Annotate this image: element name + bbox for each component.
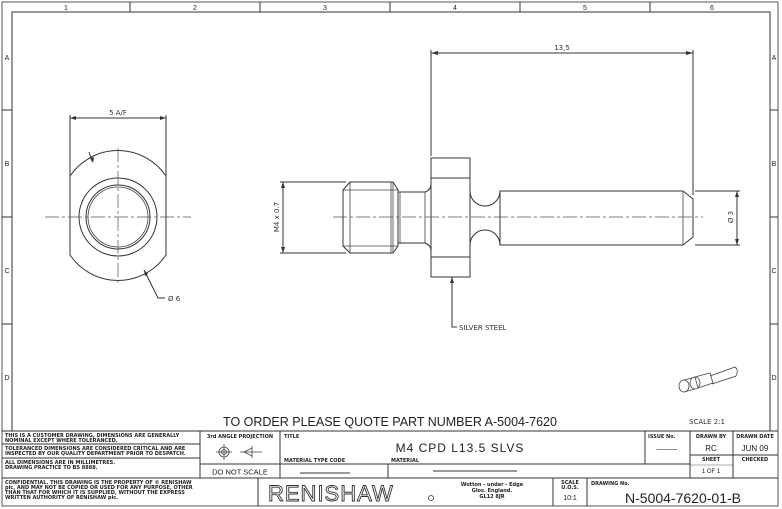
material-type-label: MATERIAL TYPE CODE	[284, 458, 346, 464]
drawn-date-label: DRAWN DATE	[736, 434, 774, 440]
confidential-line: THAN THAT FOR WHICH IT IS SUPPLIED, WITH…	[5, 490, 185, 496]
end-view: 5 A/F Ø 6	[45, 109, 191, 303]
title-label: TITLE	[284, 434, 300, 440]
col-label: 3	[323, 5, 327, 12]
isometric-view	[678, 366, 738, 393]
registered-mark-icon	[428, 495, 434, 501]
note-line: TOLERANCED DIMENSIONS ARE CONSIDERED CRI…	[5, 446, 186, 452]
scale-label: U.O.S.	[561, 485, 579, 491]
row-label: B	[5, 161, 10, 168]
col-label: 2	[193, 5, 197, 12]
length-dimension: 13,5	[554, 44, 570, 52]
zone-markers	[2, 2, 778, 325]
row-label: A	[772, 55, 777, 62]
drawing-no-label: DRAWING No.	[591, 481, 630, 487]
drawn-by-label: DRAWN BY	[696, 434, 727, 440]
diameter-dimension: Ø 6	[168, 295, 181, 303]
scale-label: SCALE	[561, 480, 579, 486]
title-block: THIS IS A CUSTOMER DRAWING, DIMENSIONS A…	[2, 430, 778, 506]
drawing-number: N-5004-7620-01-B	[625, 490, 741, 506]
iso-scale: SCALE 2:1	[689, 418, 725, 426]
confidential-line: plc, AND MAY NOT BE COPIED OR USED FOR A…	[5, 485, 193, 491]
note-line: THIS IS A CUSTOMER DRAWING, DIMENSIONS A…	[5, 433, 180, 439]
row-label: C	[771, 268, 776, 275]
row-label: D	[771, 375, 776, 382]
col-label: 4	[453, 5, 457, 12]
issue-label: ISSUE No.	[648, 434, 676, 440]
sheet-label: SHEET	[702, 457, 721, 463]
scale-value: 10:1	[563, 495, 577, 502]
address-line: GL12 8JR	[479, 494, 504, 500]
note-line: INSPECTED BY OUR QUALITY DEPARTMENT PRIO…	[5, 451, 186, 457]
drawn-date-value: JUN 09	[742, 444, 769, 453]
renishaw-logo: RENISHAW	[268, 481, 394, 506]
checked-label: CHECKED	[742, 457, 768, 463]
do-not-scale: DO NOT SCALE	[212, 468, 268, 477]
drawn-by-value: RC	[705, 444, 717, 453]
note-line: DRAWING PRACTICE TO BS 8888.	[5, 465, 98, 471]
col-label: 5	[583, 5, 587, 12]
address-line: Wotton - under - Edge	[461, 482, 524, 488]
row-label: A	[5, 55, 10, 62]
drawing-title: M4 CPD L13.5 SLVS	[396, 441, 525, 455]
col-label: 1	[64, 5, 68, 12]
shaft-diameter-dimension: Ø 3	[727, 211, 735, 223]
material-label: MATERIAL	[391, 458, 420, 464]
sheet-value: 1 OF 1	[702, 469, 721, 475]
third-angle-projection-icon	[216, 444, 262, 460]
row-label: D	[4, 375, 9, 382]
address-line: Glos. England.	[472, 488, 513, 494]
projection-label: 3rd ANGLE PROJECTION	[207, 434, 273, 440]
side-view: 13,5 M4 x 0.7 Ø 3 SILVER STEEL	[273, 44, 740, 332]
note-line: ALL DIMENSIONS ARE IN MILLIMETRES.	[5, 460, 115, 466]
col-label: 6	[710, 5, 714, 12]
row-label: C	[4, 268, 9, 275]
confidential-line: WRITTEN AUTHORITY OF RENISHAW plc.	[5, 495, 118, 501]
inner-frame	[11, 11, 771, 431]
issue-value: ———	[657, 446, 678, 453]
note-line: NOMINAL EXCEPT WHERE TOLERANCED.	[5, 438, 118, 444]
confidential-line: CONFIDENTIAL. THIS DRAWING IS THE PROPER…	[5, 480, 192, 486]
material-note: SILVER STEEL	[459, 324, 507, 332]
order-note: TO ORDER PLEASE QUOTE PART NUMBER A-5004…	[223, 415, 557, 429]
row-label: B	[772, 161, 777, 168]
thread-dimension: M4 x 0.7	[273, 202, 281, 232]
across-flats-dimension: 5 A/F	[109, 109, 127, 117]
